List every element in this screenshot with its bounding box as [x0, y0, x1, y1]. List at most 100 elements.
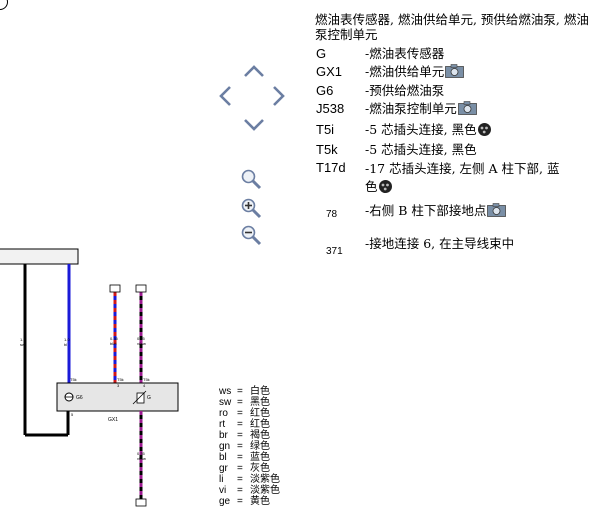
- camera-icon[interactable]: [487, 203, 507, 217]
- legend-code: T17d: [316, 160, 346, 175]
- color-name: 白色: [250, 386, 270, 397]
- color-row: ro=红色: [219, 408, 270, 419]
- pan-up-button[interactable]: [243, 64, 265, 78]
- color-code: ws: [219, 386, 232, 397]
- t5-right-label: T5k: [143, 377, 150, 382]
- color-row: ge=黄色: [219, 496, 270, 507]
- legend-desc: -燃油泵控制单元: [365, 101, 457, 116]
- wire-mid-color: bl/rt: [110, 341, 118, 346]
- color-name: 绿色: [250, 441, 270, 452]
- legend-desc: -燃油表传感器: [365, 46, 445, 61]
- legend-desc: -燃油供给单元: [365, 64, 445, 79]
- wire-blue-size: 1.0: [64, 337, 70, 342]
- pump-g6-symbol: [64, 392, 74, 402]
- camera-icon[interactable]: [445, 64, 465, 78]
- color-code: vi: [219, 485, 227, 496]
- color-row: ws=白色: [219, 386, 270, 397]
- legend-title: 燃油表传感器, 燃油供给单元, 预供给燃油泵, 燃油泵控制单元: [315, 12, 589, 42]
- legend-code: 78: [326, 209, 338, 220]
- color-name: 淡紫色: [250, 485, 280, 496]
- wire-low-size: 0.35: [137, 451, 146, 456]
- color-row: vi=淡紫色: [219, 485, 280, 496]
- zoom-in-button[interactable]: [240, 197, 262, 219]
- arrow-down-icon: [244, 119, 264, 131]
- color-name: 黑色: [250, 397, 270, 408]
- unit-label: GX1: [108, 417, 118, 423]
- wire-black: [23, 264, 70, 437]
- color-name: 红色: [250, 419, 270, 430]
- color-code: gn: [219, 441, 231, 452]
- mid-wire-terminal: [109, 284, 121, 293]
- pin-left: 5: [71, 412, 74, 417]
- wire-black-size: 1.0: [20, 337, 26, 342]
- t5-mid-label: T5k: [117, 377, 124, 382]
- arrow-left-icon: [219, 86, 231, 106]
- right-wire-terminal: [135, 284, 147, 293]
- t5-left-label: T5k: [70, 377, 77, 382]
- color-code: sw: [219, 397, 232, 408]
- color-name: 蓝色: [250, 452, 270, 463]
- legend-code: T5i: [316, 122, 335, 137]
- color-name: 黄色: [250, 496, 270, 507]
- legend-desc: -17 芯插头连接, 左侧 A 柱下部, 蓝色: [365, 161, 560, 194]
- color-code: gr: [219, 463, 228, 474]
- color-code: br: [219, 430, 228, 441]
- color-row: sw=黑色: [219, 397, 270, 408]
- legend-desc: -5 芯插头连接, 黑色: [365, 142, 477, 157]
- arrow-up-icon: [244, 65, 264, 77]
- control-unit-box: [0, 248, 79, 265]
- wire-blue-color: bl: [64, 342, 67, 347]
- legend-code: G: [316, 46, 327, 61]
- arrow-right-icon: [273, 86, 285, 106]
- wire-black-color: sw: [20, 342, 25, 347]
- wire-right-color: vi/sw: [137, 341, 146, 346]
- zoom-in-icon: [241, 198, 262, 219]
- zoom-out-button[interactable]: [240, 224, 262, 246]
- legend-code: T5k: [316, 142, 338, 157]
- zoom-fit-icon: [241, 169, 262, 190]
- legend-desc: -5 芯插头连接, 黑色: [365, 122, 477, 137]
- color-row: gn=绿色: [219, 441, 270, 452]
- legend-item-t17d: T17d -17 芯插头连接, 左侧 A 柱下部, 蓝色: [316, 160, 596, 196]
- color-code: li: [219, 474, 224, 485]
- legend-code: 371: [326, 246, 343, 257]
- camera-icon[interactable]: [457, 101, 477, 115]
- zoom-fit-button[interactable]: [240, 168, 262, 190]
- color-row: bl=蓝色: [219, 452, 270, 463]
- g6-label: G6: [76, 395, 83, 401]
- sensor-g-symbol: [132, 390, 147, 405]
- connector-icon[interactable]: [477, 122, 492, 137]
- legend-desc: -右侧 B 柱下部接地点: [365, 203, 487, 218]
- color-code: rt: [219, 419, 226, 430]
- color-row: gr=灰色: [219, 463, 270, 474]
- connector-icon[interactable]: [378, 179, 393, 194]
- color-row: rt=红色: [219, 419, 270, 430]
- pan-left-button[interactable]: [218, 85, 232, 107]
- color-code: ge: [219, 496, 231, 507]
- color-name: 淡紫色: [250, 474, 280, 485]
- zoom-out-icon: [241, 225, 262, 246]
- color-code: ro: [219, 408, 228, 419]
- color-row: li=淡紫色: [219, 474, 280, 485]
- lower-wire-terminal: [135, 498, 147, 507]
- color-name: 褐色: [250, 430, 270, 441]
- g-label: G: [147, 395, 151, 401]
- fuel-supply-unit-box: [56, 382, 179, 412]
- legend-code: GX1: [316, 64, 343, 79]
- legend-code: J538: [316, 101, 345, 116]
- legend-desc: -预供给燃油泵: [365, 83, 445, 98]
- wire-low-color: vi/sw: [137, 456, 146, 461]
- color-code: bl: [219, 452, 227, 463]
- pin-mid: 3: [117, 383, 120, 388]
- wire-right-size: 0.35: [137, 336, 146, 341]
- color-name: 灰色: [250, 463, 270, 474]
- pan-down-button[interactable]: [243, 118, 265, 132]
- legend-code: G6: [316, 83, 334, 98]
- wire-mid-size: 0.35: [110, 336, 119, 341]
- color-name: 红色: [250, 408, 270, 419]
- color-row: br=褐色: [219, 430, 270, 441]
- pan-right-button[interactable]: [272, 85, 286, 107]
- legend-desc: -接地连接 6, 在主导线束中: [365, 236, 515, 251]
- pin-right: 4: [143, 383, 146, 388]
